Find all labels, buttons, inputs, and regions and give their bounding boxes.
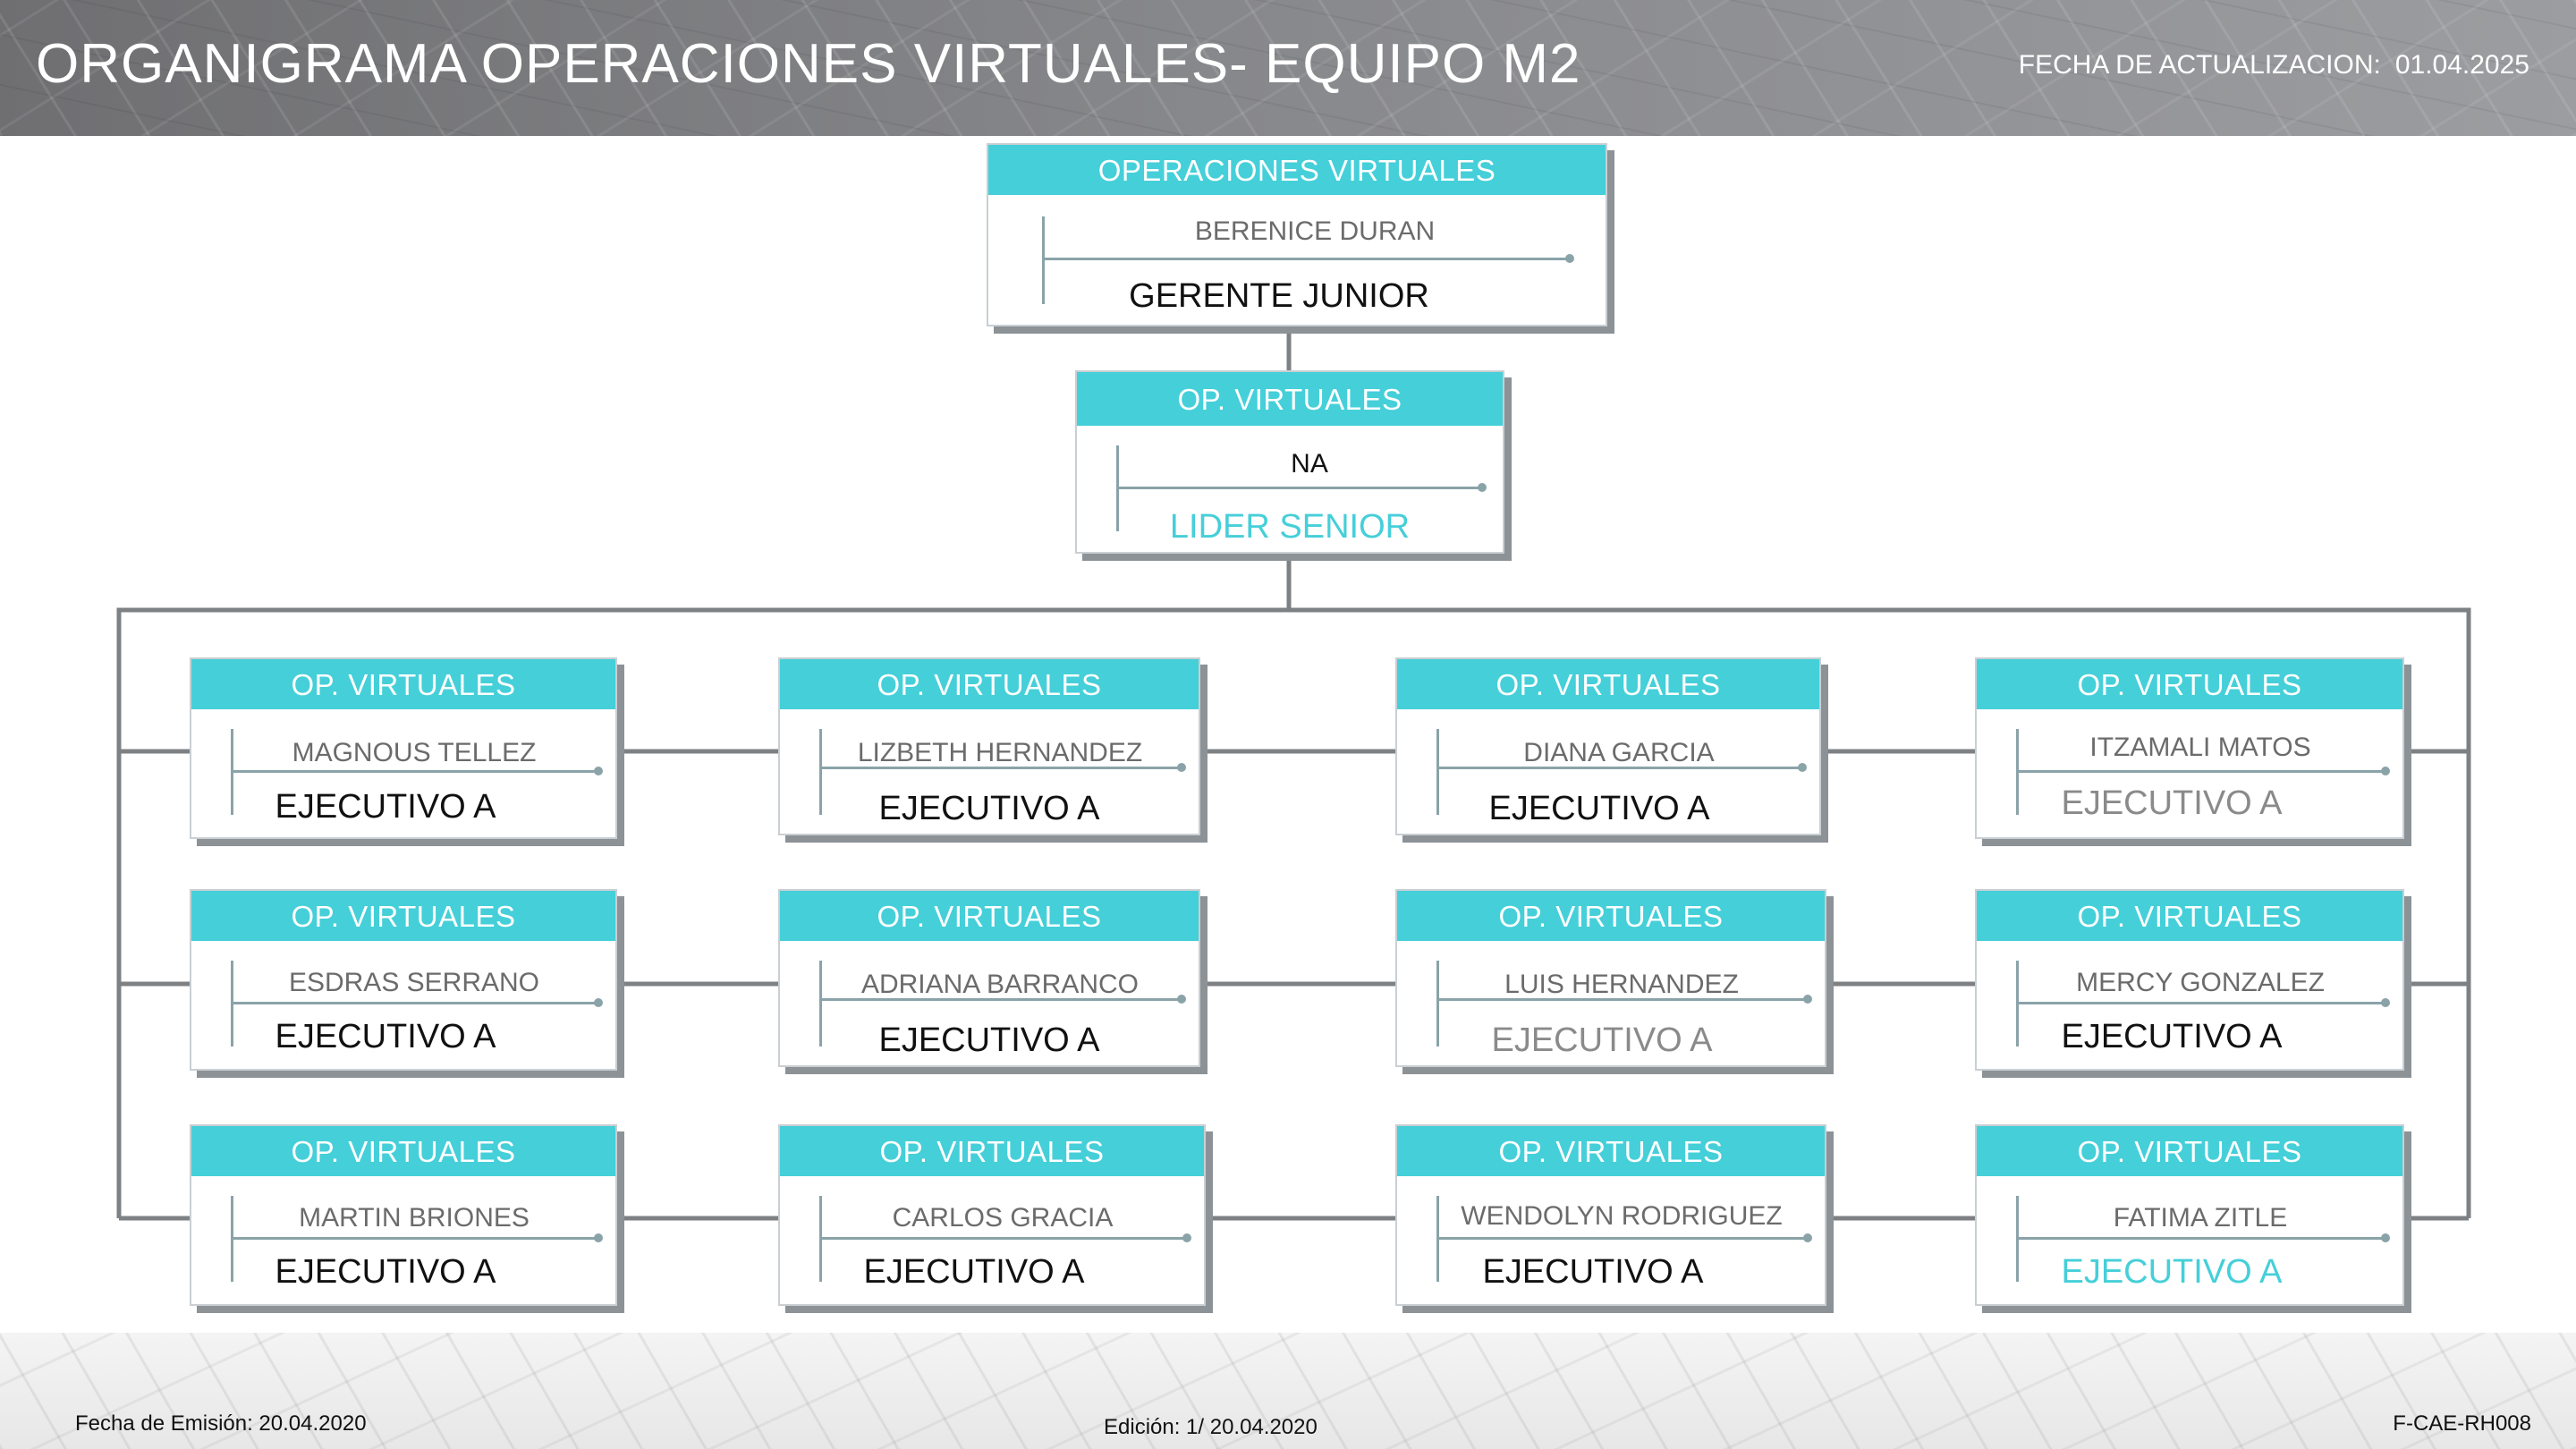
card-area: OPERACIONES VIRTUALES [988,145,1606,195]
card-area: OP. VIRTUALES [1077,372,1503,426]
card-area: OP. VIRTUALES [191,659,615,709]
card-rule [2016,770,2388,773]
person-name: ITZAMALI MATOS [2089,733,2311,762]
person-name: NA [1291,449,1328,479]
card-rule-dot [1803,1233,1812,1242]
card-area: OP. VIRTUALES [780,659,1199,709]
card-rule-dot [1803,995,1812,1004]
card-rule-dot [594,767,603,775]
org-card-member: OP. VIRTUALES MERCY GONZALEZ EJECUTIVO A [1975,889,2404,1071]
edition-info: Edición: 1/ 20.04.2020 [1104,1415,1318,1439]
person-role: GERENTE JUNIOR [1129,277,1429,315]
org-card-member: OP. VIRTUALES WENDOLYN RODRIGUEZ EJECUTI… [1395,1124,1826,1306]
org-card-member: OP. VIRTUALES MAGNOUS TELLEZ EJECUTIVO A [190,657,617,839]
card-rule-dot [2381,767,2390,775]
card-rule [1436,961,1439,1046]
person-role: EJECUTIVO A [1488,790,1710,827]
org-card-member: OP. VIRTUALES DIANA GARCIA EJECUTIVO A [1395,657,1821,835]
card-rule [819,1237,1190,1240]
card-area: OP. VIRTUALES [191,1126,615,1176]
org-card-member: OP. VIRTUALES LUIS HERNANDEZ EJECUTIVO A [1395,889,1826,1067]
card-rule [819,729,822,815]
person-name: ESDRAS SERRANO [288,968,540,997]
person-name: MARTIN BRIONES [299,1203,530,1233]
person-name: DIANA GARCIA [1523,738,1715,767]
update-date: FECHA DE ACTUALIZACION: 01.04.2025 [2019,50,2529,80]
person-role: EJECUTIVO A [275,1018,496,1055]
person-role: EJECUTIVO A [2061,1018,2283,1055]
person-name: LIZBETH HERNANDEZ [857,738,1143,767]
person-role: LIDER SENIOR [1169,508,1411,546]
person-name: LUIS HERNANDEZ [1504,970,1739,999]
document-code: F-CAE-RH008 [2393,1411,2531,1436]
header-banner: ORGANIGRAMA OPERACIONES VIRTUALES- EQUIP… [0,0,2576,136]
card-area: OP. VIRTUALES [1977,1126,2402,1176]
card-rule [1042,216,1045,304]
org-card-member: OP. VIRTUALES CARLOS GRACIA EJECUTIVO A [778,1124,1206,1306]
card-rule [1436,1237,1810,1240]
person-name: MAGNOUS TELLEZ [292,738,537,767]
card-rule-dot [1182,1233,1191,1242]
person-role: EJECUTIVO A [878,790,1100,827]
card-area: OP. VIRTUALES [1397,1126,1825,1176]
person-role: EJECUTIVO A [878,1021,1100,1059]
card-rule [819,767,1184,769]
person-role: EJECUTIVO A [2061,1253,2283,1291]
update-date-value: 01.04.2025 [2394,50,2529,80]
card-rule [1116,487,1485,489]
person-name: BERENICE DURAN [1194,216,1436,246]
footer-banner [0,1333,2576,1449]
person-role: EJECUTIVO A [275,788,496,826]
card-rule [2016,1237,2388,1240]
org-card-top: OPERACIONES VIRTUALES BERENICE DURAN GER… [987,143,1607,326]
person-role: EJECUTIVO A [1491,1021,1713,1059]
org-card-member: OP. VIRTUALES ESDRAS SERRANO EJECUTIVO A [190,889,617,1071]
org-card-member: OP. VIRTUALES ITZAMALI MATOS EJECUTIVO A [1975,657,2404,839]
person-role: EJECUTIVO A [2061,784,2283,822]
person-name: ADRIANA BARRANCO [860,970,1140,999]
person-name: CARLOS GRACIA [892,1203,1114,1233]
person-name: MERCY GONZALEZ [2076,968,2325,997]
card-area: OP. VIRTUALES [1397,659,1819,709]
person-role: EJECUTIVO A [275,1253,496,1291]
card-rule [1042,258,1572,260]
card-area: OP. VIRTUALES [191,891,615,941]
card-area: OP. VIRTUALES [780,1126,1204,1176]
card-rule-dot [2381,1233,2390,1242]
card-rule [231,1237,601,1240]
card-area: OP. VIRTUALES [1977,891,2402,941]
card-rule-dot [1565,254,1574,263]
person-role: EJECUTIVO A [1482,1253,1704,1291]
org-card-member: OP. VIRTUALES FATIMA ZITLE EJECUTIVO A [1975,1124,2404,1306]
org-card-leader: OP. VIRTUALES NA LIDER SENIOR [1075,370,1504,554]
card-rule-dot [1478,483,1487,492]
card-rule [231,1002,601,1004]
page-title: ORGANIGRAMA OPERACIONES VIRTUALES- EQUIP… [36,33,1581,95]
card-rule [1436,729,1439,815]
card-rule [819,998,1184,1001]
card-area: OP. VIRTUALES [1397,891,1825,941]
connector-frame [116,607,2471,1218]
card-rule [231,770,601,773]
card-rule [1436,767,1805,769]
person-role: EJECUTIVO A [863,1253,1085,1291]
card-rule [819,961,822,1046]
org-card-member: OP. VIRTUALES LIZBETH HERNANDEZ EJECUTIV… [778,657,1200,835]
card-rule-dot [1177,995,1186,1004]
card-area: OP. VIRTUALES [1977,659,2402,709]
card-rule-dot [2381,998,2390,1007]
org-card-member: OP. VIRTUALES ADRIANA BARRANCO EJECUTIVO… [778,889,1200,1067]
card-rule-dot [1177,763,1186,772]
card-rule-dot [594,1233,603,1242]
update-date-label: FECHA DE ACTUALIZACION: [2018,50,2381,80]
person-name: WENDOLYN RODRIGUEZ [1461,1201,1783,1231]
card-rule-dot [594,998,603,1007]
card-rule [2016,1002,2388,1004]
person-name: FATIMA ZITLE [2113,1203,2288,1233]
card-rule [1436,998,1810,1001]
card-rule-dot [1798,763,1807,772]
emission-date: Fecha de Emisión: 20.04.2020 [75,1411,367,1436]
card-area: OP. VIRTUALES [780,891,1199,941]
org-card-member: OP. VIRTUALES MARTIN BRIONES EJECUTIVO A [190,1124,617,1306]
